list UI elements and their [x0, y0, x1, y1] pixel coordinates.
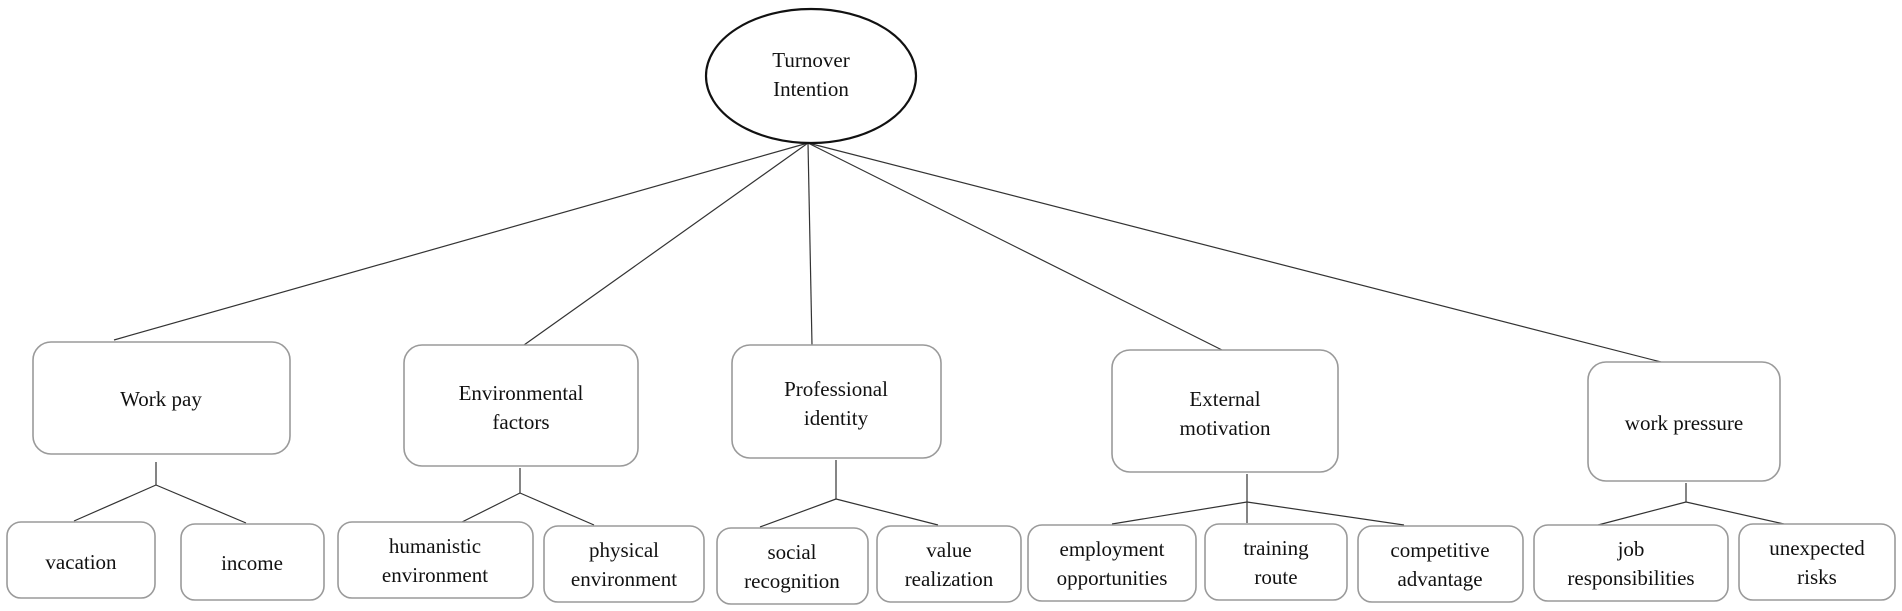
subfactor-label-line-2: route [1254, 565, 1297, 589]
subfactor-box [1738, 523, 1896, 601]
subfactor-humanistic-environment: humanistic environment [337, 521, 534, 599]
sub-edges [73, 460, 1785, 528]
subfactor-label-line-1: competitive [1390, 538, 1489, 562]
subfactor-label-line-2: environment [382, 563, 488, 587]
subfactor-box [1357, 525, 1524, 603]
factor-external-motivation: External motivation [1111, 349, 1339, 473]
subfactor-label-line-2: opportunities [1057, 566, 1168, 590]
factor-box [32, 341, 291, 455]
connector-professional-left [759, 498, 837, 528]
subfactor-box [1204, 523, 1348, 601]
subfactor-box [337, 521, 534, 599]
subfactor-vacation: vacation [6, 521, 156, 599]
connector-work-pay-left [73, 484, 157, 522]
edge-root-professional-identity [807, 142, 813, 346]
subfactor-label-line-1: value [926, 538, 971, 562]
subfactor-training-route: training route [1204, 523, 1348, 601]
subfactor-unexpected-risks: unexpected risks [1738, 523, 1896, 601]
factor-label: work pressure [1625, 411, 1743, 435]
subfactor-box [543, 525, 705, 603]
subfactor-label: vacation [45, 550, 117, 574]
factor-box [731, 344, 942, 459]
connector-professional-right [835, 498, 939, 526]
connector-work-pressure-right [1685, 501, 1785, 525]
factor-label-line-1: External [1189, 387, 1260, 411]
root-label-line-1: Turnover [772, 48, 849, 72]
connector-work-pay-right [155, 484, 247, 524]
connector-environmental-right [519, 492, 595, 526]
connector-external-right [1246, 501, 1405, 526]
subfactor-label-line-2: realization [905, 567, 994, 591]
edge-root-work-pressure [807, 142, 1662, 363]
subfactor-label-line-2: responsibilities [1567, 566, 1694, 590]
subfactor-label-line-1: physical [589, 538, 659, 562]
factor-box [1587, 361, 1781, 482]
subfactor-box [180, 523, 325, 601]
subfactor-label-line-1: employment [1060, 537, 1165, 561]
subfactor-physical-environment: physical environment [543, 525, 705, 603]
subfactor-box [716, 527, 869, 605]
subfactor-label-line-2: recognition [744, 569, 840, 593]
root-label-line-2: Intention [773, 77, 849, 101]
subfactor-social-recognition: social recognition [716, 527, 869, 605]
subfactor-box [1027, 524, 1197, 602]
connector-work-pressure-left [1597, 501, 1687, 526]
root-edges [113, 142, 1662, 363]
subfactor-label-line-1: training [1243, 536, 1309, 560]
factor-label-line-2: motivation [1180, 416, 1271, 440]
subfactor-job-responsibilities: job responsibilities [1533, 524, 1729, 602]
subfactor-label-line-2: advantage [1397, 567, 1482, 591]
subfactor-box [6, 521, 156, 599]
factor-label-line-2: factors [492, 410, 549, 434]
subfactor-box [876, 525, 1022, 603]
subfactor-label-line-2: risks [1797, 565, 1837, 589]
factor-environmental-factors: Environmental factors [403, 344, 639, 467]
subfactor-employment-opportunities: employment opportunities [1027, 524, 1197, 602]
factor-label-line-1: Environmental [459, 381, 584, 405]
subfactor-label-line-2: environment [571, 567, 677, 591]
subfactor-label-line-1: unexpected [1769, 536, 1865, 560]
factor-professional-identity: Professional identity [731, 344, 942, 459]
edge-root-external-motivation [807, 142, 1223, 351]
subfactor-income: income [180, 523, 325, 601]
subfactor-value-realization: value realization [876, 525, 1022, 603]
edge-root-work-pay [113, 142, 809, 341]
connector-environmental-left [461, 492, 521, 523]
subfactor-label-line-1: humanistic [389, 534, 481, 558]
factor-box [1111, 349, 1339, 473]
factor-work-pay: Work pay [32, 341, 291, 455]
factor-work-pressure: work pressure [1587, 361, 1781, 482]
subfactor-label: income [221, 551, 283, 575]
subfactor-box [1533, 524, 1729, 602]
root-node: Turnover Intention [704, 7, 918, 145]
subfactor-competitive-advantage: competitive advantage [1357, 525, 1524, 603]
subfactor-label-line-1: social [768, 540, 817, 564]
factor-label-line-2: identity [804, 406, 869, 430]
factor-label-line-1: Professional [784, 377, 888, 401]
factor-box [403, 344, 639, 467]
root-ellipse [704, 7, 918, 145]
connector-external-left [1111, 501, 1248, 525]
edge-root-environmental-factors [523, 142, 809, 346]
subfactor-label-line-1: job [1617, 537, 1645, 561]
factor-label: Work pay [120, 387, 202, 411]
